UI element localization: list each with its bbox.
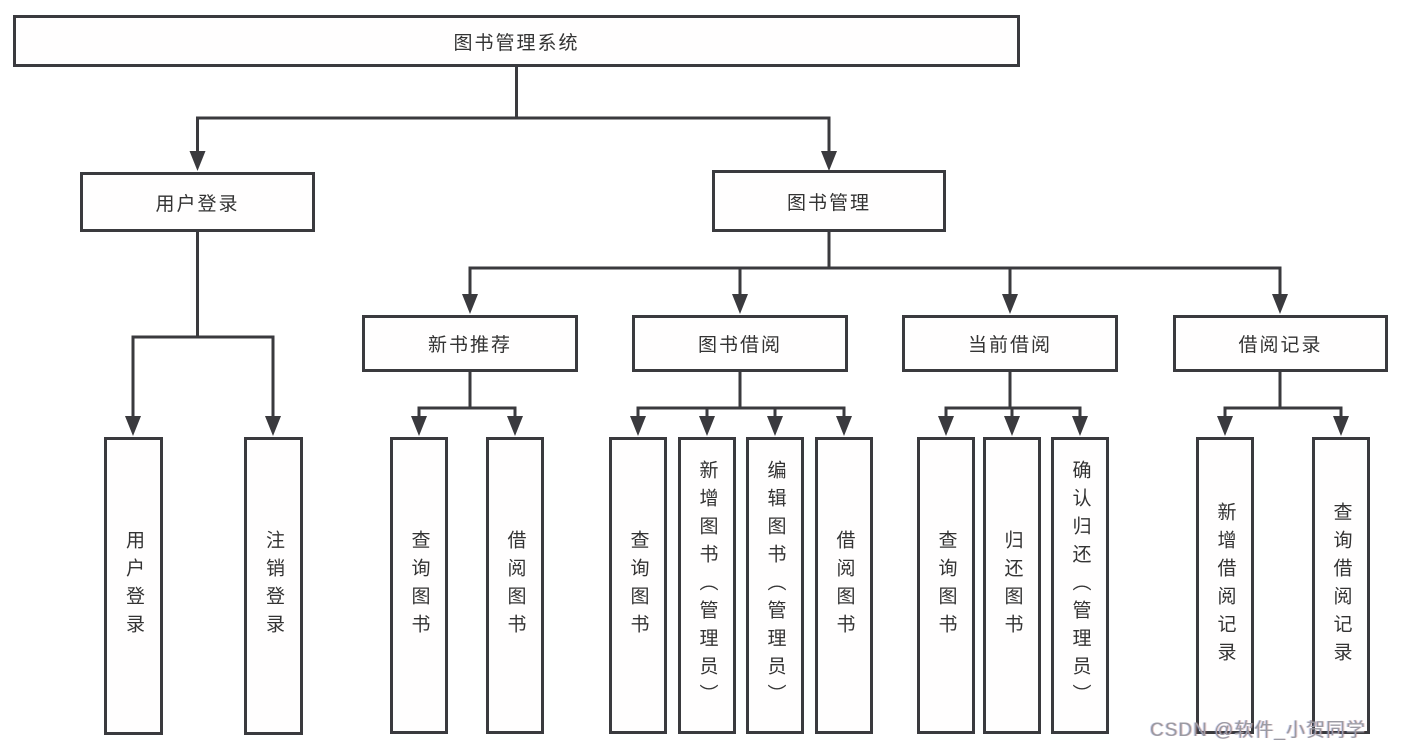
leaf-confirm-return-admin: 确认归还（管理员） xyxy=(1051,437,1109,734)
leaf-edit-books-admin: 编辑图书（管理员） xyxy=(746,437,804,734)
leaf-logout: 注销登录 xyxy=(244,437,303,735)
leaf-add-borrow-record: 新增借阅记录 xyxy=(1196,437,1254,734)
node-borrow-records: 借阅记录 xyxy=(1173,315,1388,372)
node-book-management: 图书管理 xyxy=(712,170,946,232)
leaf-return-books: 归还图书 xyxy=(983,437,1041,734)
connector-book-management xyxy=(468,232,1282,296)
leaf-query-books-3: 查询图书 xyxy=(917,437,975,734)
leaf-query-books-1: 查询图书 xyxy=(390,437,448,734)
leaf-add-books-admin: 新增图书（管理员） xyxy=(678,437,736,734)
leaf-query-books-2: 查询图书 xyxy=(609,437,667,734)
connector-user-login xyxy=(131,232,275,420)
connector-book-borrow xyxy=(636,372,846,420)
leaf-borrow-books-2: 借阅图书 xyxy=(815,437,873,734)
leaf-user-login: 用户登录 xyxy=(104,437,163,735)
leaf-borrow-books-1: 借阅图书 xyxy=(486,437,544,734)
node-current-borrow: 当前借阅 xyxy=(902,315,1118,372)
leaf-query-borrow-record: 查询借阅记录 xyxy=(1312,437,1370,734)
csdn-watermark: CSDN @软件_小贺同学 xyxy=(1150,720,1366,741)
connector-borrow-records xyxy=(1223,372,1343,420)
node-new-book-recommend: 新书推荐 xyxy=(362,315,578,372)
connector-new-book-recommend xyxy=(417,372,517,420)
node-book-borrow: 图书借阅 xyxy=(632,315,848,372)
connector-current-borrow xyxy=(944,372,1082,420)
node-user-login: 用户登录 xyxy=(80,172,315,232)
node-library-management-system: 图书管理系统 xyxy=(13,15,1020,67)
connector-root xyxy=(196,67,831,152)
